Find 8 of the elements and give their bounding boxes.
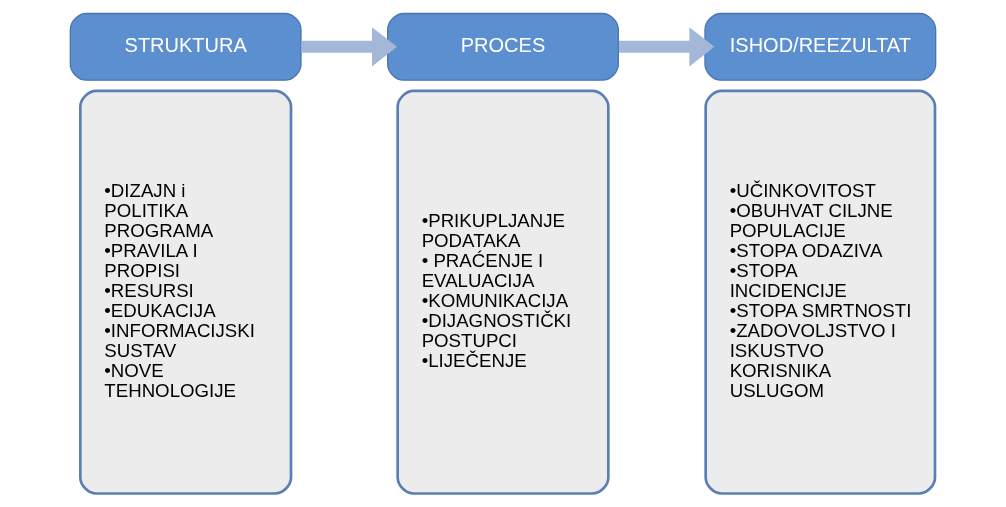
node-box: •UČINKOVITOST •OBUHVAT CILJNE POPULACIJE •STOPA ODAZIVA •STOPA INCIDENCIJE •STOPA SMRTNOSTI •ZADOVOLJSTVO I ISKUSTVO KORISNIKA USLUGOM — [704, 89, 937, 495]
node-box: ISHOD/REEZULTAT — [704, 12, 937, 81]
arrow — [618, 27, 715, 67]
arrow — [301, 27, 398, 67]
node-box: •DIZAJN i POLITIKA PROGRAMA •PRAVILA I PROPISI •RESURSI •EDUKACIJA •INFORMACIJSKI SUSTAV •NOVE TEHNOLOGIJE — [79, 89, 293, 495]
node-box: PROCES — [387, 12, 619, 81]
node-box: •PRIKUPLJANJE PODATAKA • PRAĆENJE I EVALUACIJA •KOMUNIKACIJA •DIJAGNOSTIČKI POSTUPCI •LIJEČENJE — [396, 89, 610, 495]
node-box: STRUKTURA — [69, 12, 302, 81]
